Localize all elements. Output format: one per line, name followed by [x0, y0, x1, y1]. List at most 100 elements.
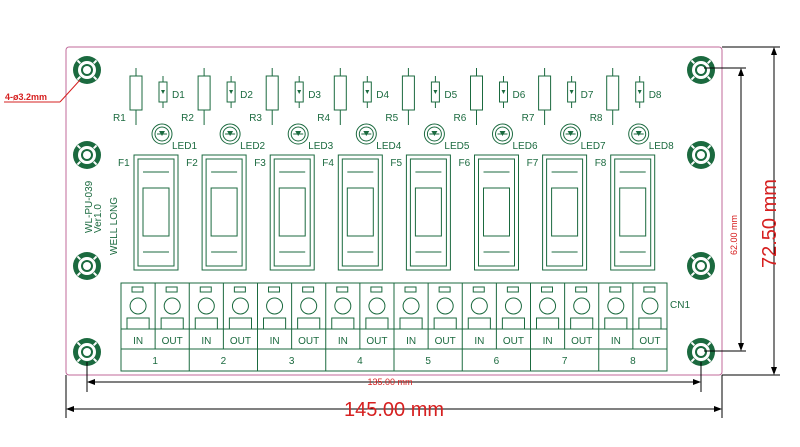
mounting-hole-cut [76, 76, 81, 81]
terminal-slot [472, 286, 485, 293]
channel-components: R1D1LED1F1R2D2LED2F2R3D3LED3F3R4D4LED4F4… [113, 68, 674, 271]
terminal-out-label: OUT [298, 336, 319, 347]
mounting-hole [83, 151, 91, 159]
mounting-hole-cut [76, 358, 81, 363]
led-inner [426, 126, 442, 142]
terminal-in-label: IN [474, 336, 484, 347]
terminal-in-label: IN [611, 336, 621, 347]
fuse-holder [474, 154, 519, 271]
fuse-label: F5 [390, 158, 402, 169]
led-label: LED8 [649, 141, 674, 152]
terminal-slot [506, 286, 519, 293]
led-label: LED4 [376, 141, 401, 152]
terminal-wire-entry [604, 317, 628, 330]
terminal-slot [438, 286, 451, 293]
mounting-hole [697, 262, 705, 270]
terminal-slot [370, 286, 383, 293]
terminal-out-label: OUT [366, 336, 387, 347]
fuse-holder [337, 154, 383, 271]
led-symbol-arrow [567, 131, 574, 136]
terminal-screw [368, 297, 386, 315]
mounting-hole-cut [93, 161, 98, 166]
mounting-hole-cut [690, 144, 695, 149]
arrow-left-outer [66, 406, 74, 412]
terminal-slot [643, 286, 656, 293]
terminal-screw [231, 297, 249, 315]
terminal-slot [131, 286, 144, 293]
fuse-label: F4 [322, 158, 334, 169]
terminal-wire-entry [433, 317, 457, 330]
diode-label: D5 [444, 90, 457, 101]
resistor-label: R3 [249, 113, 262, 124]
mounting-hole-cut [93, 272, 98, 277]
arrow-right-outer [714, 406, 722, 412]
dim-total-width: 145.00 mm [344, 399, 444, 421]
fuse-holder [201, 154, 247, 271]
terminal-screw [266, 297, 284, 315]
led-outline [151, 123, 173, 145]
resistor-label: R2 [181, 113, 194, 124]
led-inner [495, 126, 510, 142]
arrow-up [738, 68, 744, 76]
led-outline [219, 123, 241, 145]
led-outline [628, 123, 650, 145]
diode-symbol [569, 90, 574, 94]
fuse-holder [610, 154, 656, 271]
terminal-screw [470, 297, 488, 315]
terminal-wire-entry [570, 317, 594, 330]
terminal-wire-entry [160, 317, 184, 330]
terminal-screw [334, 297, 352, 315]
channel-number: 8 [630, 356, 636, 367]
fuse-label: F1 [118, 158, 130, 169]
mounting-hole-cut [76, 144, 81, 149]
dim-hole-width: 135.00 mm [367, 377, 412, 387]
terminal-wire-entry [638, 317, 662, 330]
mounting-hole-cut [93, 358, 98, 363]
terminal-wire-entry [263, 317, 287, 330]
led-inner [222, 126, 238, 142]
channel-number: 5 [425, 356, 431, 367]
arrow-right [693, 379, 701, 385]
terminal-out-label: OUT [503, 336, 524, 347]
channel-number: 1 [152, 356, 158, 367]
terminal-screw [163, 297, 181, 315]
terminal-wire-entry [297, 317, 321, 330]
channel-number: 4 [357, 356, 363, 367]
hole-note-leader [59, 79, 81, 103]
mounting-hole-cut [93, 341, 98, 346]
version-label: Ver1.0 [93, 204, 104, 233]
terminal-wire-entry [228, 317, 252, 330]
mounting-hole-cut [690, 59, 695, 64]
diode-symbol [297, 90, 302, 94]
led-inner [154, 126, 170, 142]
mounting-hole-cut [76, 59, 81, 64]
fuse-window [551, 187, 579, 237]
terminal-screw [641, 297, 659, 315]
terminal-slot [541, 286, 553, 293]
mounting-hole-cut [690, 272, 695, 277]
terminal-slot [233, 286, 246, 293]
led-outline [287, 123, 309, 145]
terminal-out-label: OUT [571, 336, 592, 347]
mounting-hole-cut [76, 255, 81, 260]
mounting-hole-cut [707, 144, 712, 149]
diode-symbol [365, 90, 370, 94]
terminal-in-label: IN [406, 336, 416, 347]
mounting-hole [83, 262, 91, 270]
diode-symbol [637, 90, 642, 94]
terminal-wire-entry [126, 317, 150, 330]
mounting-hole-cut [690, 255, 695, 260]
terminal-wire-entry [331, 317, 355, 330]
fuse-label: F2 [186, 158, 198, 169]
mounting-hole-cut [707, 358, 712, 363]
led-inner [290, 126, 306, 142]
terminal-in-label: IN [270, 336, 280, 347]
terminal-screw [436, 297, 454, 315]
terminal-slot [404, 286, 417, 293]
terminal-wire-entry [399, 317, 423, 330]
terminal-slot [268, 286, 280, 293]
mounting-hole-cut [93, 59, 98, 64]
terminal-out-label: OUT [639, 336, 660, 347]
